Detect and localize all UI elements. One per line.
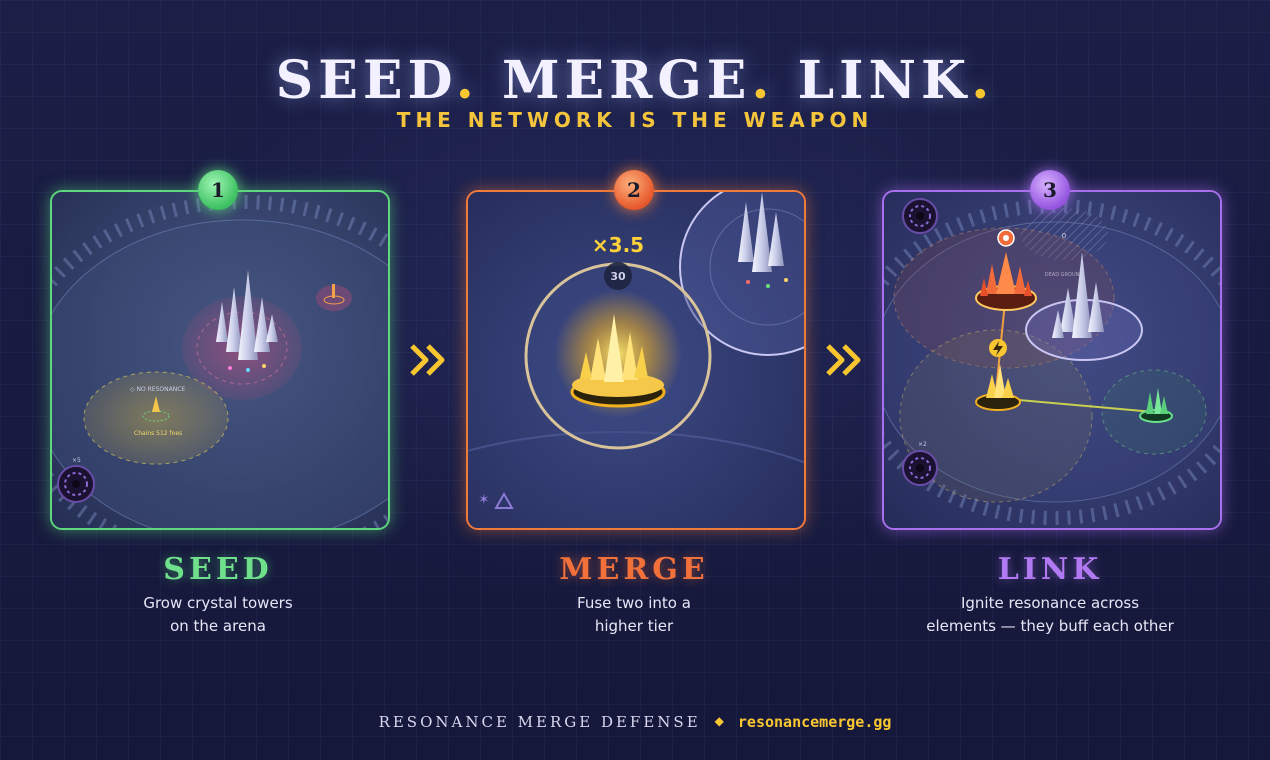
seed-screenshot-panel: ◇ NO RESONANCE Chains 512 foes ×5 (50, 190, 390, 530)
headline-dot: . (455, 50, 479, 111)
tagline: THE NETWORK IS THE WEAPON (396, 108, 874, 132)
step-badge-1: 1 (198, 170, 238, 210)
headline-dot: . (751, 50, 775, 111)
brand-name: RESONANCE MERGE DEFENSE (378, 713, 701, 731)
seed-arena-scene: ◇ NO RESONANCE Chains 512 foes ×5 (52, 192, 388, 528)
crystal-tower-icon (216, 270, 278, 372)
svg-text:✶: ✶ (478, 492, 490, 508)
headline-dot: . (971, 50, 995, 111)
lightning-icon (989, 339, 1007, 357)
desc-line: elements — they buff each other (926, 617, 1174, 635)
dead-zone-label: DEAD GROUND (1045, 272, 1084, 278)
desc-line: on the arena (170, 617, 266, 635)
crystal-tower-icon (1052, 252, 1104, 338)
headline-word-seed: SEED (275, 50, 456, 111)
enemy-count: ×2 (918, 441, 927, 448)
step-title-merge: MERGE (559, 552, 709, 587)
merge-multiplier: ×3.5 (592, 233, 644, 257)
headline: SEED. MERGE. LINK. (0, 50, 1270, 111)
step-title-seed: SEED (163, 552, 273, 587)
diamond-separator-icon: ◆ (714, 714, 724, 728)
headline-word-merge: MERGE (501, 50, 752, 111)
portal-icon (57, 465, 95, 503)
light-crystal-icon (986, 364, 1014, 398)
step-desc-link: Ignite resonance across elements — they … (882, 592, 1218, 638)
desc-line: higher tier (594, 617, 674, 635)
desc-line: Grow crystal towers (143, 594, 293, 612)
step-badge-2: 2 (614, 170, 654, 210)
step-badge-3: 3 (1030, 170, 1070, 210)
chains-foes-label: Chains 512 foes (134, 430, 182, 437)
headline-word-link: LINK (797, 50, 972, 111)
crystal-tower-icon (738, 192, 788, 288)
step-desc-merge: Fuse two into a higher tier (466, 592, 802, 638)
step-title-link: LINK (997, 552, 1103, 587)
link-screenshot-panel: 0 DEAD GROUND (882, 190, 1222, 530)
dead-zone-value: 0 (1062, 232, 1066, 240)
merge-arena-scene: 30 ×3.5 ✶ (468, 192, 804, 528)
nature-crystal-icon (1146, 388, 1168, 414)
chevron-right-double-icon (410, 344, 445, 376)
portal-icon (902, 198, 938, 234)
golden-crystal-icon (580, 314, 648, 382)
chevron-right-double-icon (826, 344, 861, 376)
no-resonance-label: ◇ NO RESONANCE (130, 386, 185, 393)
portal-icon (902, 450, 938, 486)
merge-screenshot-panel: 30 ×3.5 ✶ (466, 190, 806, 530)
desc-line: Ignite resonance across (960, 594, 1140, 612)
footer: RESONANCE MERGE DEFENSE ◆ resonancemerge.g… (0, 712, 1270, 731)
website-link[interactable]: resonancemerge.gg (737, 713, 892, 731)
fire-crystal-icon (980, 252, 1032, 296)
merge-counter: 30 (610, 270, 626, 283)
desc-line: Fuse two into a (577, 594, 691, 612)
step-desc-seed: Grow crystal towers on the arena (50, 592, 386, 638)
link-arena-scene: 0 DEAD GROUND (884, 192, 1220, 528)
enemy-count: ×5 (72, 457, 81, 464)
target-icon (997, 229, 1015, 247)
